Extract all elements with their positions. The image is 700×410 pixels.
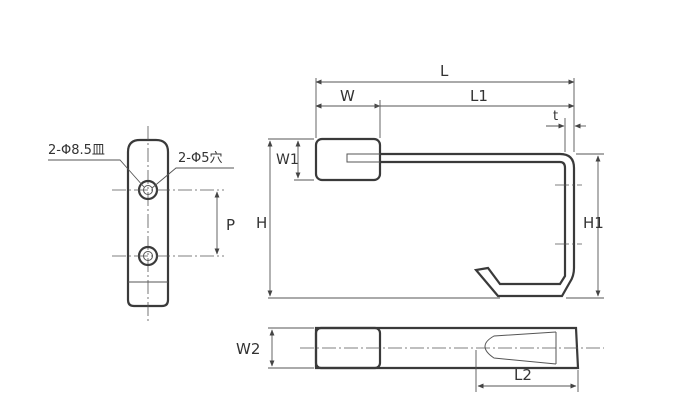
rod-slot — [346, 153, 380, 163]
label-H1: H1 — [583, 214, 604, 232]
label-W: W — [340, 87, 355, 105]
hook-body — [380, 152, 576, 298]
label-L1: L1 — [470, 87, 488, 105]
label-hole-through: 2-Φ5穴 — [178, 151, 222, 166]
leader-hole-through — [151, 167, 234, 189]
label-W1: W1 — [276, 152, 299, 168]
mounting-plate — [314, 137, 382, 182]
label-hole-countersunk: 2-Φ8.5皿 — [48, 143, 105, 158]
label-W2: W2 — [236, 340, 260, 358]
side-view-body — [126, 138, 170, 308]
label-H: H — [256, 214, 267, 232]
bottom-view-tip-taper — [484, 331, 557, 365]
label-L2: L2 — [514, 366, 532, 384]
label-t: t — [553, 109, 558, 124]
side-view — [48, 126, 234, 322]
front-view — [267, 78, 604, 299]
label-P: P — [226, 216, 235, 234]
leader-hole-countersunk — [48, 159, 145, 188]
label-L: L — [440, 62, 449, 80]
bottom-view — [268, 326, 604, 392]
